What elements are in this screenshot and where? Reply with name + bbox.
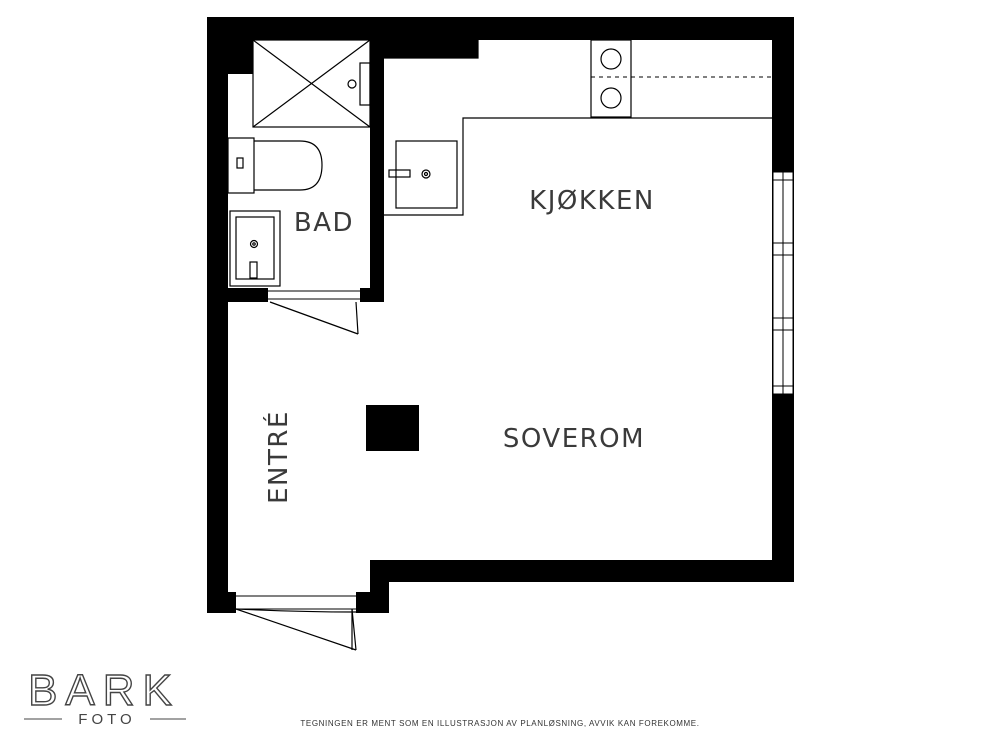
bathroom-sink (229, 210, 281, 287)
bark-foto-logo: BARK FOTO (24, 665, 186, 728)
stove (590, 39, 632, 118)
wall-left-bath (228, 40, 253, 74)
entrance-opening (236, 592, 356, 613)
bathroom-door-opening (268, 288, 360, 302)
room-label-kjokken: KJØKKEN (529, 186, 655, 216)
outer-walls (207, 17, 794, 613)
wall-notch-top (376, 40, 478, 58)
room-label-bad: BAD (294, 208, 354, 238)
logo-main-text: BARK (28, 666, 180, 715)
logo-sub-text: FOTO (78, 711, 135, 728)
bathroom-wall-right (370, 40, 384, 300)
bathroom-wall-bottom-right (360, 288, 384, 302)
windows-right (772, 171, 794, 395)
room-label-entre: ENTRÉ (262, 410, 294, 504)
room-label-soverom: SOVEROM (503, 424, 645, 454)
bathroom-wall-bottom-left (228, 288, 268, 302)
shower (252, 39, 371, 128)
kitchen-counter-edge (384, 117, 772, 216)
disclaimer-text: TEGNINGEN ER MENT SOM EN ILLUSTRASJON AV… (300, 719, 699, 728)
entrance-door-swing (235, 608, 357, 651)
bathroom-door-swing (269, 301, 359, 335)
toilet (227, 137, 323, 194)
kitchen-counter (384, 40, 479, 59)
kitchen-sink (388, 140, 458, 209)
column (366, 405, 419, 451)
